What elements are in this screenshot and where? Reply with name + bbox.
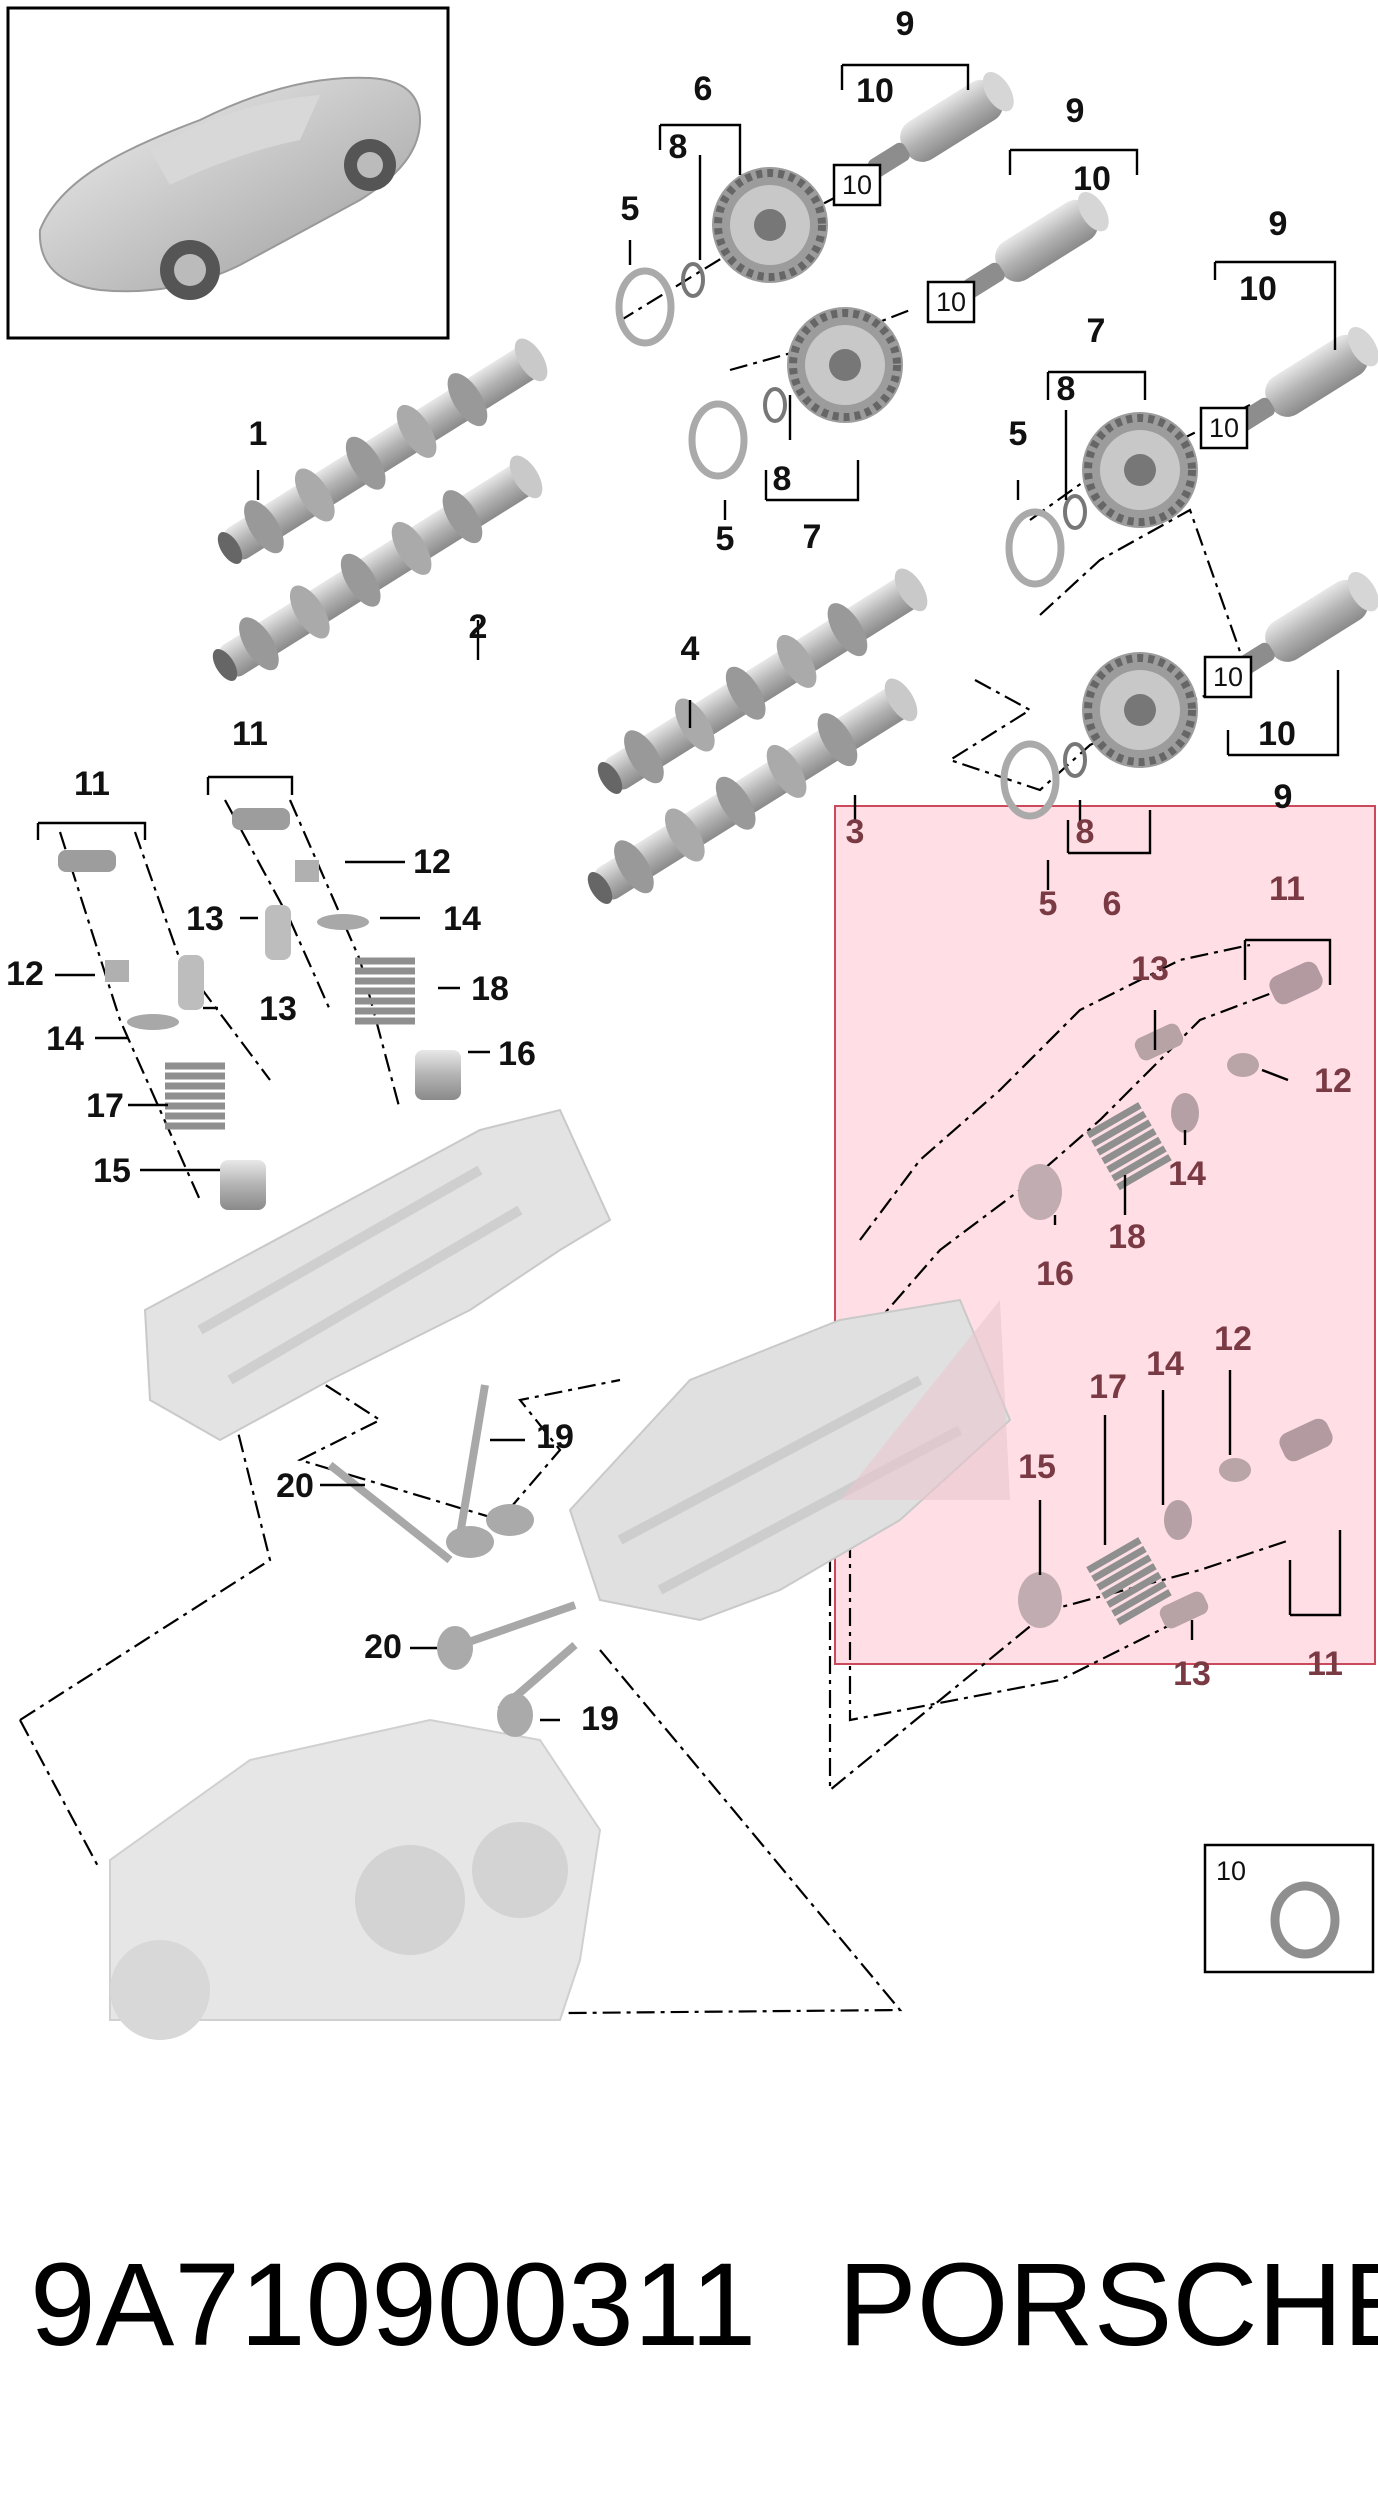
callout-12d: 12: [1214, 1320, 1252, 1358]
callout-5a: 5: [621, 190, 640, 228]
svg-text:10: 10: [1213, 662, 1243, 692]
callout-6b: 6: [1103, 885, 1122, 923]
part-number: 9A710900311: [30, 2239, 757, 2371]
callout-1: 1: [249, 415, 268, 453]
camshaft-1: [206, 328, 558, 579]
leader-lines: [36, 63, 1342, 1722]
svg-text:10: 10: [1209, 413, 1239, 443]
cylinder-head-left: [143, 1108, 612, 1442]
callout-12b: 12: [6, 955, 44, 993]
callout-19b: 19: [581, 1700, 619, 1738]
exploded-parts-diagram: 10 10 10 10 10 1 2 4 5 5 5 6 7 7 8 8 8 9…: [6, 5, 1378, 2040]
callout-10c: 10: [1239, 270, 1277, 308]
callout-13d: 13: [1173, 1655, 1211, 1693]
callout-4: 4: [681, 630, 700, 668]
callout-14d: 14: [1146, 1345, 1184, 1383]
callout-17a: 17: [86, 1087, 124, 1125]
boxed-ref-10d: 10: [1203, 655, 1253, 699]
callout-15b: 15: [1018, 1448, 1056, 1486]
callout-12a: 12: [413, 843, 451, 881]
valvetrain-highlight: [840, 961, 1333, 1631]
callout-9b: 9: [1066, 92, 1085, 130]
callout-8a: 8: [669, 128, 688, 166]
o-ring-icon: [1270, 1881, 1340, 1959]
callouts-highlighted: 3 5 6 8 11 11 12 12 13 13 14 14 15 16 17…: [846, 813, 1352, 1693]
callout-20a: 20: [276, 1467, 314, 1505]
callout-7a: 7: [803, 518, 822, 556]
callout-14a: 14: [443, 900, 481, 938]
callout-18a: 18: [471, 970, 509, 1008]
camshaft-phaser-right: [1082, 412, 1198, 528]
callout-14c: 14: [1168, 1155, 1206, 1193]
callout-13b: 13: [259, 990, 297, 1028]
callout-5d: 5: [1039, 885, 1058, 923]
callout-12c: 12: [1314, 1062, 1352, 1100]
callout-15a: 15: [93, 1152, 131, 1190]
callout-20b: 20: [364, 1628, 402, 1666]
camshaft-phaser-lower: [1082, 652, 1198, 768]
callout-6a: 6: [694, 70, 713, 108]
callout-10a: 10: [856, 72, 894, 110]
callout-13a: 13: [186, 900, 224, 938]
svg-text:10: 10: [936, 287, 966, 317]
boxed-ref-10a: 10: [832, 163, 882, 207]
callouts: 1 2 4 5 5 5 6 7 7 8 8 8 9 9 9 9 10 10 10…: [6, 5, 1296, 1738]
car-illustration: [38, 76, 422, 300]
callout-9a: 9: [896, 5, 915, 43]
callout-19a: 19: [536, 1418, 574, 1456]
engine-block: [109, 1718, 602, 2040]
callout-5c: 5: [1009, 415, 1028, 453]
svg-text:10: 10: [842, 170, 872, 200]
callout-8b: 8: [773, 460, 792, 498]
callout-16a: 16: [498, 1035, 536, 1073]
callout-10d: 10: [1258, 715, 1296, 753]
callout-2: 2: [469, 608, 488, 646]
callout-10b: 10: [1073, 160, 1111, 198]
callout-3: 3: [846, 813, 865, 851]
camshaft-phaser-top: [712, 167, 828, 283]
brand-name: PORSCHE: [838, 2239, 1378, 2371]
callout-8d: 8: [1076, 813, 1095, 851]
legend-label: 10: [1216, 1856, 1246, 1886]
callout-8c: 8: [1057, 370, 1076, 408]
valvetrain-left: [58, 808, 578, 1737]
callout-17b: 17: [1089, 1368, 1127, 1406]
callout-9c: 9: [1269, 205, 1288, 243]
callout-11d: 11: [1307, 1645, 1343, 1683]
callout-14b: 14: [46, 1020, 84, 1058]
callout-7b: 7: [1087, 312, 1106, 350]
callout-9d: 9: [1274, 778, 1293, 816]
vehicle-inset: [6, 6, 450, 340]
boxed-ref-10b: 10: [926, 280, 976, 324]
legend-box: 10: [1203, 1843, 1375, 1974]
callout-13c: 13: [1131, 950, 1169, 988]
callout-5b: 5: [716, 520, 735, 558]
callout-11c: 11: [1269, 870, 1305, 908]
callout-11b: 11: [232, 715, 268, 753]
callout-18b: 18: [1108, 1218, 1146, 1256]
boxed-ref-10c: 10: [1199, 406, 1249, 450]
camshaft-phaser-mid: [787, 307, 903, 423]
callout-11a: 11: [74, 765, 110, 803]
solenoid-mid: [954, 186, 1116, 310]
callout-16b: 16: [1036, 1255, 1074, 1293]
